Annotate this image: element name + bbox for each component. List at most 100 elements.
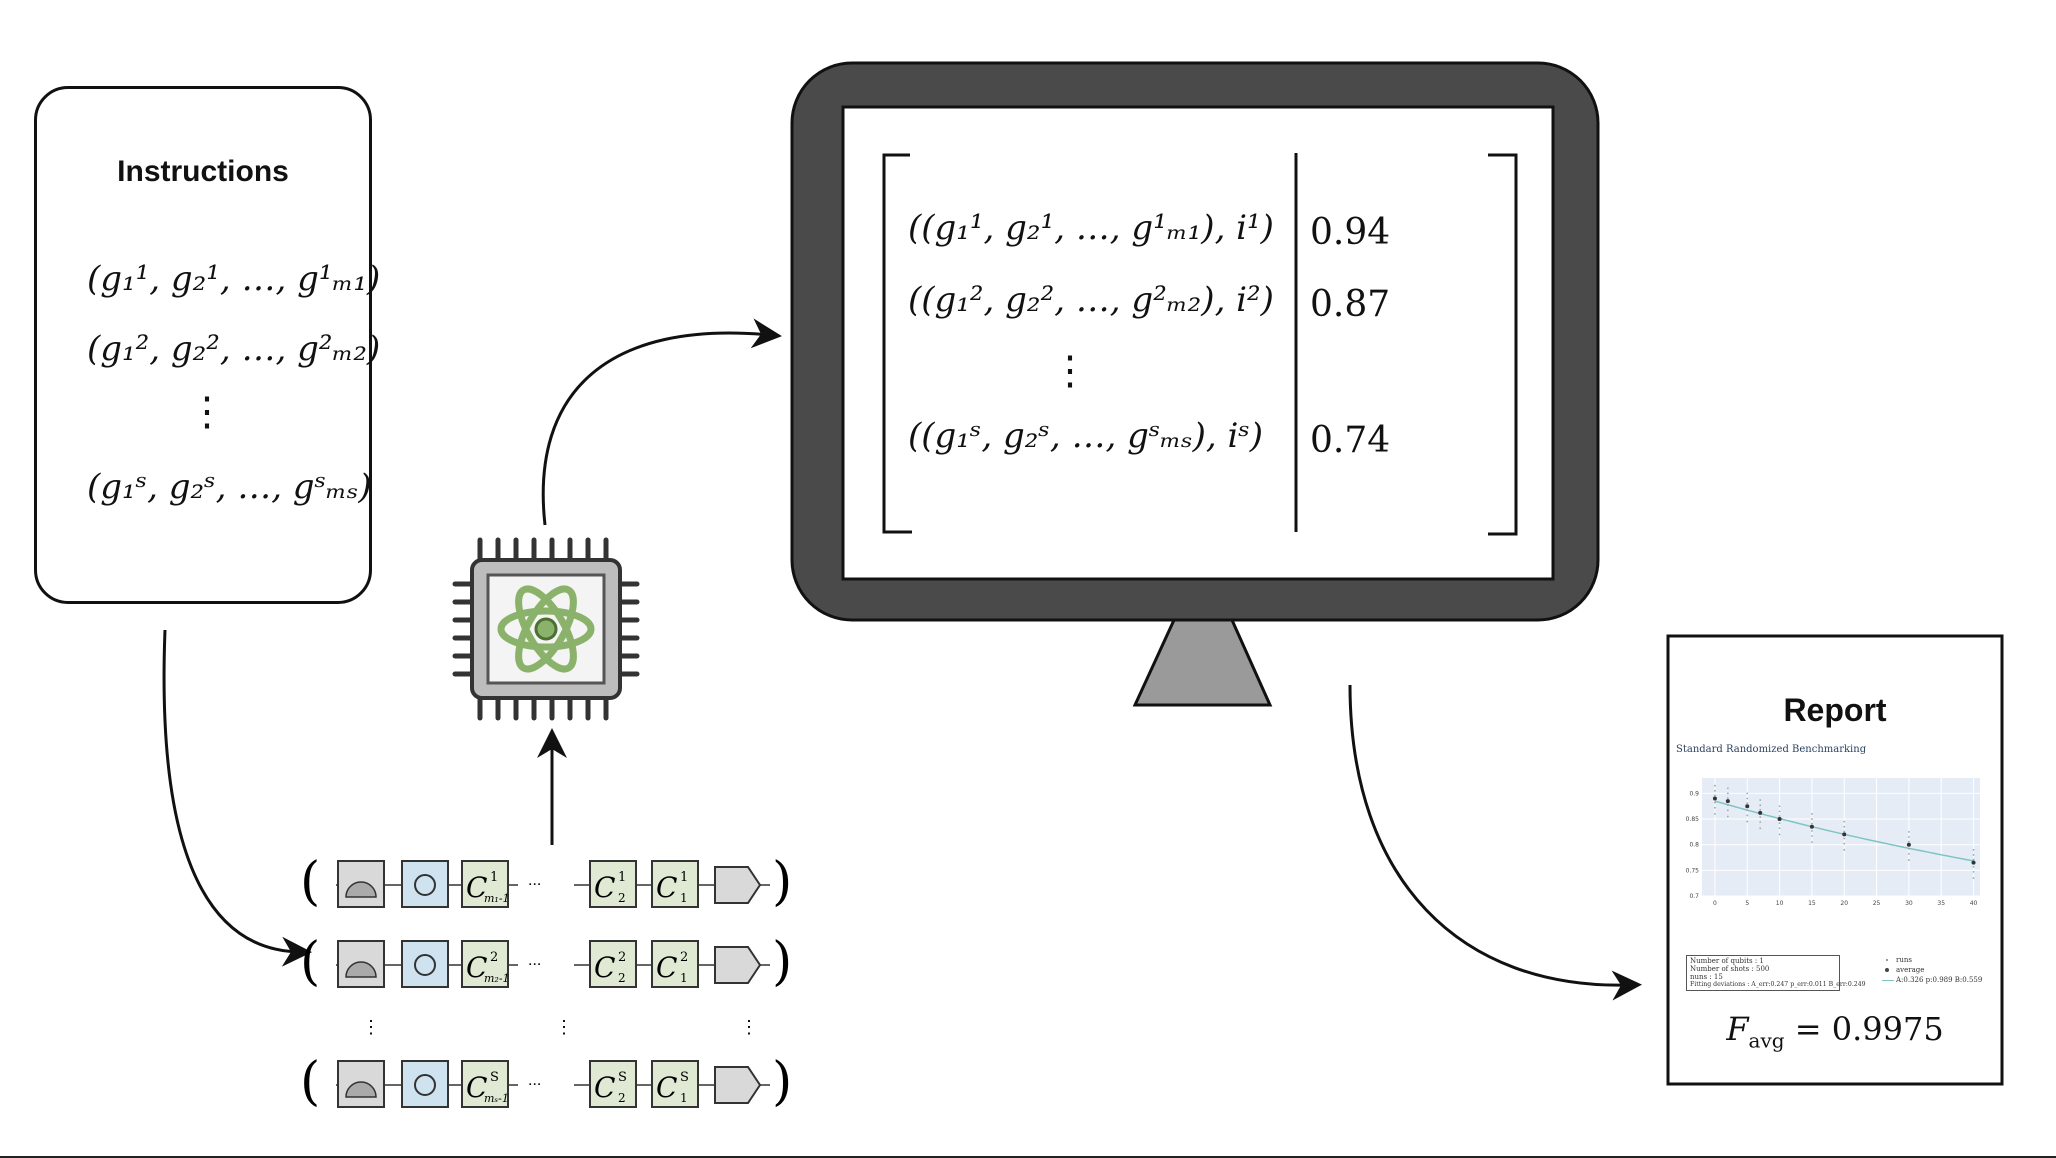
matrix-left-bracket [882,153,912,534]
chart-run-point [1714,794,1716,797]
chart-run-point [1778,833,1781,836]
matrix-right-bracket [1488,153,1518,536]
monitor-screen [841,105,1555,581]
reset-gate-icon [401,1060,449,1108]
clifford-gate-1-letter: C [656,871,677,904]
clifford-gate-1-letter: C [656,1071,677,1104]
clifford-gate-m [461,860,509,908]
clifford-gate-1-sup: S [680,1070,689,1085]
report-chart-title: Standard Randomized Benchmarking [1676,744,1867,755]
chart-ytick-label: 0.8 [1689,842,1699,849]
clifford-gate-m-sup: S [490,1070,499,1085]
report-title: Report [1783,692,1887,728]
chart-run-point [1714,784,1716,787]
chart-run-point [1746,802,1749,805]
chart-run-point [1746,814,1749,817]
chart-run-point [1714,806,1716,809]
clifford-gate-m-sub: m₁-1 [484,892,510,905]
arrow-chip-to-monitor [541,318,782,526]
chart-run-point [1811,818,1813,820]
circuit-open-paren: ( [300,932,320,992]
instructions-card: Instructions (g₁¹, g₂¹, …, g¹ₘ₁) (g₁², g… [34,86,380,604]
chart-ytick-label: 0.75 [1686,867,1700,874]
clifford-gate-m-sup: 2 [490,950,498,965]
screen-sequence-2: ((g₁², g₂², …, g²ₘ₂), i²) [908,280,1274,320]
clifford-gate-m-letter: C [466,951,487,984]
chart-xtick-label: 0 [1713,900,1717,907]
circuit-open-paren: ( [300,855,320,912]
report-info-line-1: Number of qubits : 1 [1690,957,1764,965]
clifford-gate-2-sup: 1 [618,870,626,885]
clifford-gate-m [461,1060,509,1108]
chart-run-point [1843,842,1846,845]
legend-average: average [1896,966,1925,974]
report-info-line-4: Fitting deviations : A_err:0.247 p_err:0… [1690,981,1866,988]
clifford-gate-1-letter: C [656,951,677,984]
measure-gate-icon [337,940,385,988]
chart-run-point [1726,804,1729,807]
chart-ytick-label: 0.85 [1686,816,1700,823]
screen-value-1: 0.94 [1310,212,1391,253]
circuit-close-paren: ) [772,932,792,992]
chart-xtick-label: 25 [1873,900,1881,907]
chart-run-point [1759,816,1762,818]
clifford-gate-2 [589,1060,637,1108]
chart-run-point [1811,829,1813,832]
chart-run-point [1907,830,1910,833]
fidelity-symbol: F [1726,1010,1749,1048]
clifford-gate-m-sub: m₂-1 [484,972,510,985]
reset-gate-icon [401,940,449,988]
chart-average-point [1777,817,1782,822]
screen-value-s: 0.74 [1310,420,1391,461]
clifford-gate-m-sup: 1 [490,870,498,885]
fidelity-value: = 0.9975 [1794,1010,1944,1048]
chart-run-point [1907,840,1910,843]
chart-run-point [1843,820,1846,823]
chart-run-point [1811,835,1813,837]
chart-run-point [1726,787,1729,790]
legend-fit: A:0.326 p:0.989 B:0.559 [1896,976,1983,984]
circuit-ellipsis: ··· [528,957,541,973]
clifford-gate-1 [651,860,699,908]
chart-run-point [1972,877,1975,879]
report-info-line-3: nuns : 15 [1690,973,1723,981]
chart-ytick-label: 0.7 [1689,893,1699,900]
clifford-gate-1-sub: 1 [680,971,688,985]
clifford-gate-2-letter: C [594,951,615,984]
clifford-gate-2-sub: 2 [618,1091,626,1105]
clifford-gate-1-sup: 1 [680,870,688,885]
clifford-gate-1-sub: 1 [680,891,688,905]
legend-runs-marker [1886,959,1888,961]
input-state-icon [714,1066,762,1104]
clifford-gate-2 [589,940,637,988]
circuit-open-paren: ( [300,1052,320,1112]
clifford-gate-m-letter: C [466,871,487,904]
report-legend: runs average A:0.326 p:0.989 B:0.559 [1880,956,1990,990]
chart-average-point [1725,799,1730,804]
report-fidelity: Favg = 0.9975 [1668,1010,2002,1052]
clifford-gate-m [461,940,509,988]
clifford-gate-1-sub: 1 [680,1091,688,1105]
clifford-gate-2 [589,860,637,908]
chart-xtick-label: 30 [1905,900,1913,907]
chart-run-point [1972,848,1975,851]
screen-sequence-1: ((g₁¹, g₂¹, …, g¹ₘ₁), i¹) [908,208,1274,248]
screen-value-2: 0.87 [1310,284,1391,325]
chart-run-point [1843,837,1846,840]
clifford-gate-2-sub: 2 [618,891,626,905]
chart-run-point [1972,858,1975,861]
monitor-stand [1132,618,1273,707]
chart-run-point [1714,801,1716,804]
chart-run-point [1811,813,1813,815]
chart-run-point [1759,821,1762,824]
bottom-border [0,1156,2056,1158]
chart-run-point [1778,822,1781,825]
chart-run-point [1778,815,1781,817]
chart-run-point [1972,870,1975,873]
instructions-title: Instructions [117,155,289,188]
